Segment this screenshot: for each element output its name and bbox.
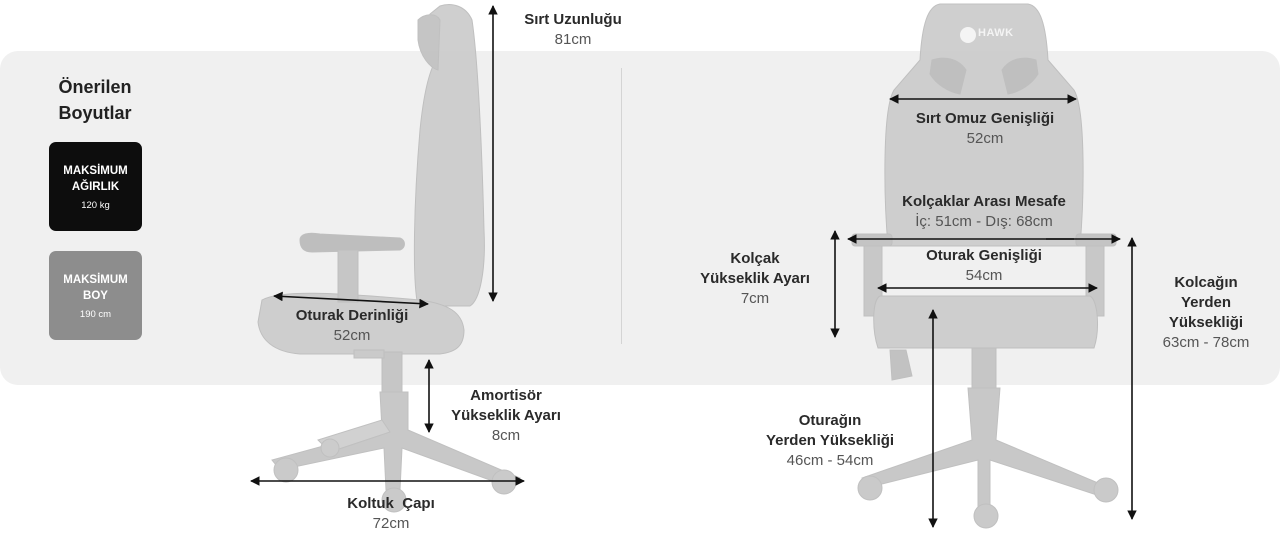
max-weight-value: 120 kg — [81, 199, 110, 211]
armrest-adjust-label-1: Kolçak — [730, 250, 780, 267]
armrest-adjust-measure: Kolçak Yükseklik Ayarı 7cm — [680, 249, 830, 309]
panel-divider — [621, 68, 622, 344]
seat-width-label: Oturak Genişliği — [926, 247, 1042, 264]
shock-height-value: 8cm — [491, 427, 521, 444]
back-length-value: 81cm — [554, 31, 592, 48]
seat-depth-label: Oturak Derinliği — [295, 307, 409, 324]
armrest-distance-value: İç: 51cm - Dış: 68cm — [915, 213, 1053, 230]
base-diameter-measure: Koltuk Çapı 72cm — [316, 494, 466, 534]
seat-width-measure: Oturak Genişliği 54cm — [894, 246, 1074, 286]
armrest-floor-measure: Kolcağın Yerden Yüksekliği 63cm - 78cm — [1143, 273, 1269, 353]
armrest-floor-label-3: Yüksekliği — [1168, 314, 1244, 331]
armrest-adjust-value: 7cm — [740, 290, 770, 307]
armrest-adjust-label-2: Yükseklik Ayarı — [700, 270, 810, 287]
seat-depth-value: 52cm — [333, 327, 371, 344]
armrest-floor-label-2: Yerden — [1180, 294, 1232, 311]
armrest-distance-measure: Kolçaklar Arası Mesafe İç: 51cm - Dış: 6… — [870, 192, 1098, 232]
seat-depth-measure: Oturak Derinliği 52cm — [272, 306, 432, 346]
seat-floor-measure: Oturağın Yerden Yüksekliği 46cm - 54cm — [742, 411, 918, 471]
brand-logo: HAWK — [978, 27, 1014, 39]
shoulder-width-value: 52cm — [966, 130, 1004, 147]
armrest-floor-label-1: Kolcağın — [1174, 274, 1238, 291]
max-height-label: MAKSİMUM BOY — [63, 273, 128, 302]
recommended-dimensions-heading: Önerilen Boyutlar — [58, 77, 132, 123]
max-weight-card: MAKSİMUM AĞIRLIK 120 kg — [49, 142, 142, 231]
seat-depth-arrow — [273, 291, 429, 309]
shock-height-measure: Amortisör Yükseklik Ayarı 8cm — [431, 386, 581, 446]
shoulder-width-measure: Sırt Omuz Genişliği 52cm — [885, 109, 1085, 149]
seat-floor-label-2: Yerden Yüksekliği — [765, 432, 895, 449]
max-weight-label: MAKSİMUM AĞIRLIK — [63, 164, 128, 193]
chair-side-view — [257, 4, 521, 513]
base-diameter-value: 72cm — [372, 515, 410, 532]
seat-floor-value: 46cm - 54cm — [786, 452, 874, 469]
max-height-card: MAKSİMUM BOY 190 cm — [49, 251, 142, 340]
base-diameter-label: Koltuk Çapı — [347, 495, 435, 512]
shoulder-width-label: Sırt Omuz Genişliği — [915, 110, 1055, 127]
max-height-value: 190 cm — [79, 308, 112, 320]
armrest-distance-label: Kolçaklar Arası Mesafe — [902, 193, 1066, 210]
seat-floor-label-1: Oturağın — [798, 412, 862, 429]
back-length-label: Sırt Uzunluğu — [524, 11, 622, 28]
shock-height-label-1: Amortisör — [470, 387, 542, 404]
armrest-floor-value: 63cm - 78cm — [1162, 334, 1250, 351]
seat-width-value: 54cm — [965, 267, 1003, 284]
shock-height-label-2: Yükseklik Ayarı — [451, 407, 561, 424]
back-length-measure: Sırt Uzunluğu 81cm — [503, 10, 643, 50]
